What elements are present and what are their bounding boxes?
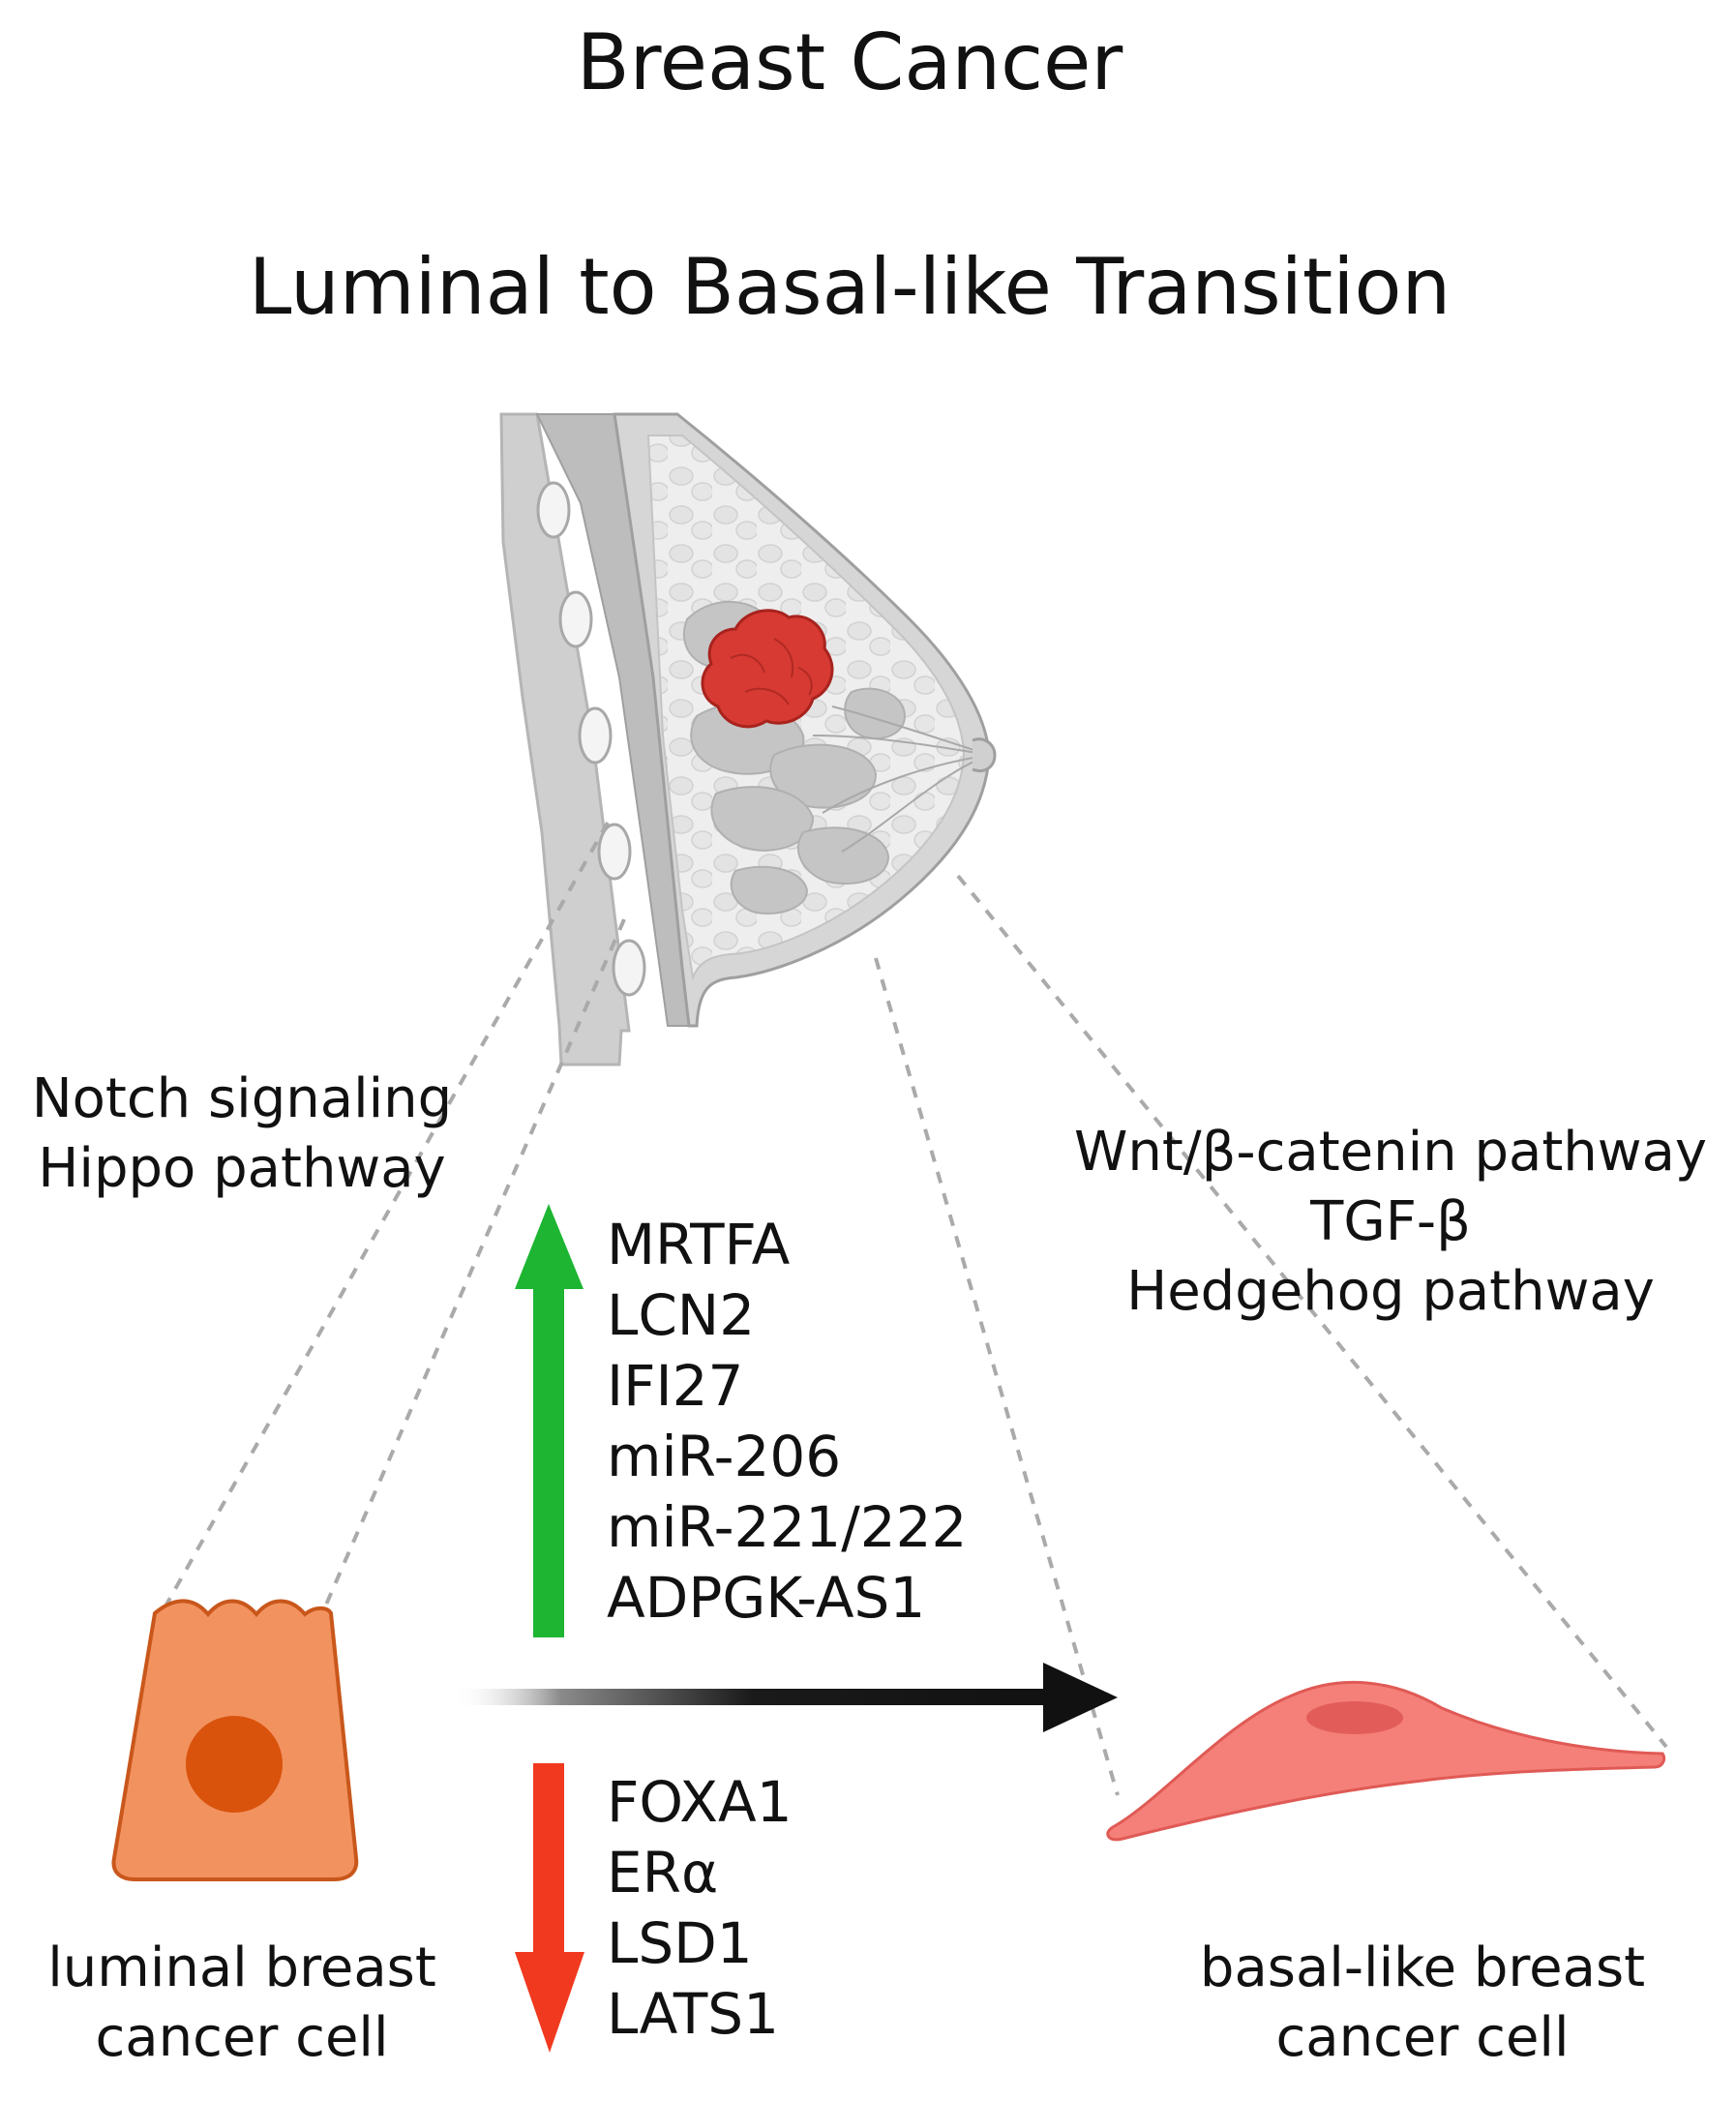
- upregulated-gene-2: LCN2: [607, 1282, 756, 1348]
- right-pathway-1: Wnt/β-catenin pathway: [1073, 1121, 1708, 1184]
- upregulated-gene-3: IFI27: [607, 1353, 744, 1419]
- basal-nucleus: [1306, 1701, 1403, 1734]
- right-pathway-2: TGF-β: [1310, 1190, 1471, 1253]
- tumor: [701, 609, 834, 729]
- title-line-2: Luminal to Basal-like Transition: [248, 242, 1452, 332]
- tumor-mass: [701, 609, 834, 729]
- dashed-connectors: [165, 822, 1668, 1796]
- basal-cell-label-1: basal-like breast: [1199, 1936, 1646, 1999]
- breast-illustration: [499, 412, 997, 1066]
- luminal-cell: [111, 1599, 359, 1881]
- basal-cell-label-2: cancer cell: [1275, 2006, 1570, 2069]
- connector-left-inner: [321, 918, 626, 1612]
- basal-cell: [1106, 1680, 1666, 1842]
- rib-sections: [536, 481, 646, 997]
- transition-arrow: [453, 1663, 1118, 1732]
- downregulated-gene-3: LSD1: [607, 1910, 753, 1976]
- upregulated-gene-4: miR-206: [607, 1424, 842, 1489]
- left-pathway-2: Hippo pathway: [38, 1137, 446, 1200]
- upregulated-gene-5: miR-221/222: [607, 1494, 968, 1560]
- left-pathway-1: Notch signaling: [31, 1067, 453, 1130]
- right-pathway-3: Hedgehog pathway: [1126, 1260, 1655, 1323]
- upregulation-arrow: [515, 1204, 584, 1637]
- title-line-1: Breast Cancer: [576, 17, 1123, 107]
- downregulated-gene-2: ERα: [607, 1840, 719, 1906]
- downregulation-arrow: [515, 1763, 584, 2053]
- downregulated-gene-4: LATS1: [607, 1981, 779, 2047]
- upregulated-gene-1: MRTFA: [607, 1212, 791, 1277]
- connector-left-outer: [165, 822, 610, 1606]
- basal-cell-body: [1106, 1680, 1666, 1842]
- luminal-nucleus: [186, 1716, 283, 1813]
- milk-ducts: [812, 705, 990, 853]
- luminal-cell-label-2: cancer cell: [95, 2006, 389, 2069]
- connector-right-outer: [956, 874, 1668, 1749]
- connector-right-inner: [874, 957, 1120, 1796]
- chest-wall: [499, 412, 631, 1066]
- nipple: [972, 737, 997, 772]
- downregulated-gene-1: FOXA1: [607, 1769, 793, 1835]
- upregulated-gene-6: ADPGK-AS1: [607, 1565, 926, 1631]
- luminal-cell-label-1: luminal breast: [47, 1936, 436, 1999]
